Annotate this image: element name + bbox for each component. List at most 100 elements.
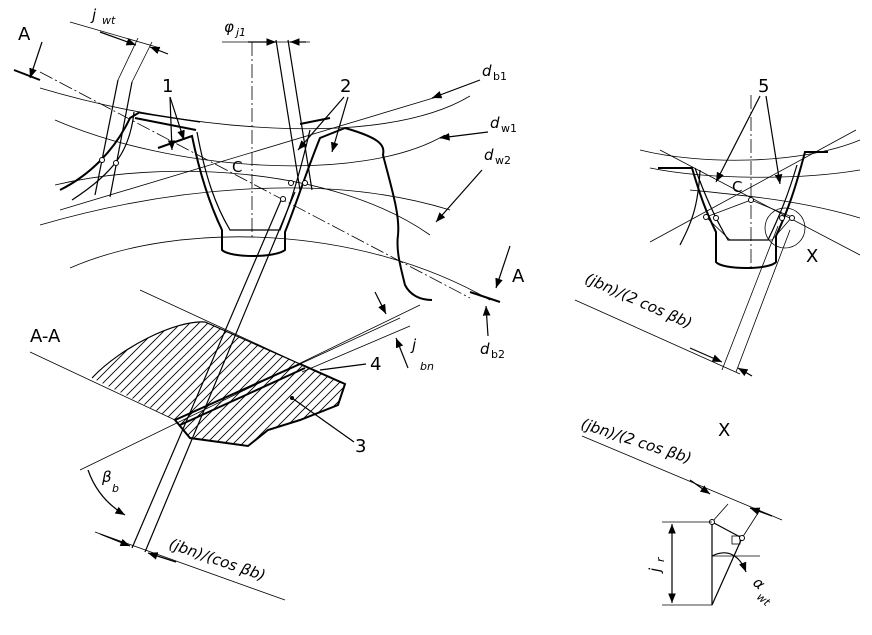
- label-dw1-sub: w1: [501, 122, 517, 135]
- pitch-point-c: C: [232, 158, 242, 176]
- line-of-action-2: [59, 95, 441, 211]
- jbn-ext-1: [299, 317, 401, 365]
- formula-right-lower: (jbn)/(2 cos βb): [579, 415, 694, 468]
- detail-top-edge: [711, 521, 743, 539]
- callout-5: 5: [758, 76, 769, 97]
- symbol-jwt: j: [90, 6, 97, 24]
- circle-dw2: [39, 187, 451, 226]
- callout-1: 1: [162, 76, 173, 97]
- leader-db1: [431, 79, 481, 99]
- jbn-ext-2: [301, 325, 411, 373]
- hatch-line: [344, 310, 464, 430]
- hatch-line: [298, 321, 300, 420]
- bottom-arrow-a: [99, 533, 131, 547]
- contact-point: [113, 160, 119, 166]
- circle-db2: [69, 236, 491, 301]
- label-db1-sub: b1: [493, 70, 507, 83]
- leader-dw2: [435, 169, 483, 223]
- jwt-ext-l: [117, 37, 139, 81]
- hatch-line: [235, 321, 300, 420]
- section-gap: [179, 367, 306, 426]
- leader-4: [319, 363, 367, 371]
- contact-point: [280, 196, 286, 202]
- pt: [748, 197, 754, 203]
- right-ray-2: [735, 229, 791, 373]
- section-ray-2: [144, 191, 296, 553]
- section-marker-a-left: A: [18, 24, 31, 45]
- right-arc-3: [689, 189, 861, 219]
- label-dw2: d: [484, 146, 494, 164]
- right-arrow-a: [689, 347, 723, 363]
- hatch-line: [163, 321, 285, 420]
- leader-1b: [167, 96, 176, 151]
- hatch-line: [207, 364, 319, 446]
- label-db2-sub: b2: [491, 348, 505, 361]
- pt: [789, 215, 795, 221]
- detail-x-view: X (jbn)/(2 cos βb) j r α wt: [579, 415, 783, 609]
- hatch-line: [379, 350, 489, 460]
- contact-point: [302, 180, 308, 186]
- beta-arc: [87, 469, 126, 516]
- section-arrow-right: [495, 245, 511, 289]
- hatch-line: [289, 321, 300, 420]
- callout-4: 4: [370, 354, 381, 375]
- jwt-ext: [69, 21, 161, 49]
- detail-ray-b: [741, 509, 761, 539]
- section-arrow-left: [29, 41, 43, 79]
- symbol-jr: j: [646, 567, 664, 574]
- section-baseline-long: [79, 304, 421, 471]
- leader-5a: [715, 95, 761, 183]
- hatch-region-gear2: [175, 350, 507, 460]
- right-arc-2: [649, 167, 861, 178]
- label-db1: d: [482, 62, 492, 80]
- hatch-line: [244, 321, 300, 420]
- pitch-point-c-right: C: [732, 178, 742, 196]
- pt: [779, 215, 785, 221]
- flank-line-mid: [275, 39, 301, 191]
- detail-dim-line: [581, 435, 783, 521]
- section-baseline-left: [29, 351, 176, 421]
- contact-point: [99, 157, 105, 163]
- detail-title-x: X: [718, 420, 730, 441]
- right-tooth-outline: [658, 151, 828, 269]
- hatch-line: [154, 321, 276, 420]
- hatch-line: [92, 321, 195, 420]
- hatch-line: [397, 350, 507, 460]
- jwt-arrow-a: [99, 31, 137, 46]
- left-tooth-top-line: [139, 112, 201, 123]
- right-loa-2: [659, 149, 861, 256]
- right-loa-1: [649, 129, 857, 243]
- leader-2b: [330, 96, 349, 153]
- callout-2: 2: [340, 76, 351, 97]
- leader-3: [291, 397, 355, 443]
- central-tooth-inner: [196, 129, 311, 231]
- symbol-phi-sub: j1: [234, 26, 246, 39]
- detail-arrow-a: [689, 479, 711, 495]
- main-view: 1 2 C A A j wt φ j1 d b1 d: [13, 6, 525, 553]
- right-tooth-side: [679, 169, 701, 246]
- right-angle-mark: [731, 535, 741, 545]
- label-dw1: d: [490, 114, 500, 132]
- hatch-line: [335, 310, 455, 430]
- jwt-ext-r: [131, 41, 153, 83]
- leader-db2: [482, 305, 491, 337]
- formula-bottom: (jbn)/(cos βb): [167, 535, 268, 585]
- detail-pt: [739, 535, 745, 541]
- leader-2a: [297, 96, 345, 151]
- section-ray-1: [131, 197, 283, 549]
- line-of-action-1: [39, 71, 471, 299]
- detail-top-view: C 5 X (jbn)/(2 cos βb): [574, 76, 861, 377]
- hatch-line: [92, 321, 168, 420]
- callout-3: 3: [355, 436, 366, 457]
- symbol-jr-sub: r: [654, 556, 667, 562]
- label-dw2-sub: w2: [495, 154, 511, 167]
- section-marker-a-right: A: [512, 266, 525, 287]
- pentagon: [705, 199, 793, 241]
- circle-ref-lower: [54, 170, 431, 236]
- hatch-line: [145, 321, 267, 420]
- flank-line-mid2: [287, 39, 313, 191]
- right-arc-1: [639, 139, 861, 161]
- pt: [713, 215, 719, 221]
- hatch-line: [92, 321, 204, 420]
- symbol-jwt-sub: wt: [102, 14, 116, 27]
